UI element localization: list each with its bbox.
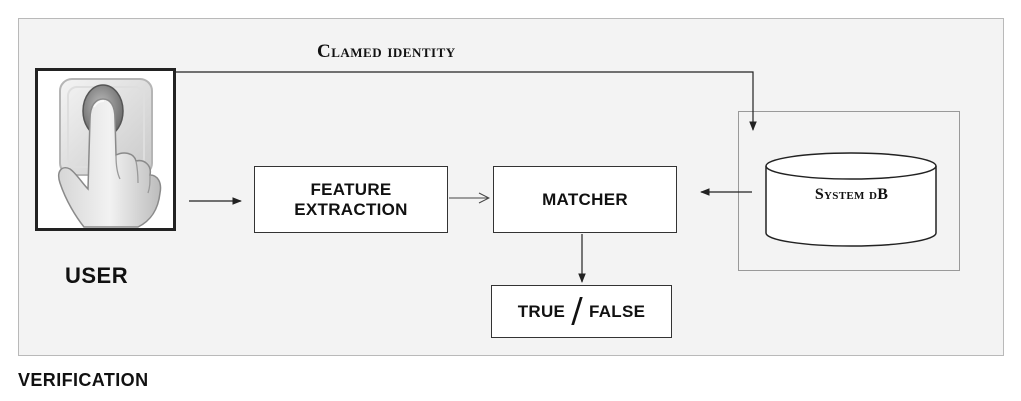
user-label: USER [65,263,129,288]
result-separator: / [571,290,583,331]
feature-extraction-line1: FEATURE [310,179,392,199]
claimed-identity-arrow [176,71,757,131]
result-true-label: TRUE [517,301,566,321]
database-label: System dB [814,186,889,203]
user-image [35,68,176,231]
result-box: TRUE / FALSE [491,285,672,338]
diagram-caption: VERIFICATION [18,370,149,390]
matcher-label: MATCHER [542,189,628,209]
feature-extraction-box: FEATURE EXTRACTION [254,166,448,233]
database-cylinder [765,152,937,247]
matcher-box: MATCHER [493,166,677,233]
claimed-identity-label: Clamed identity [317,41,456,62]
feature-extraction-line2: EXTRACTION [294,199,408,219]
result-false-label: FALSE [588,301,646,321]
finger-press-icon [38,71,173,228]
